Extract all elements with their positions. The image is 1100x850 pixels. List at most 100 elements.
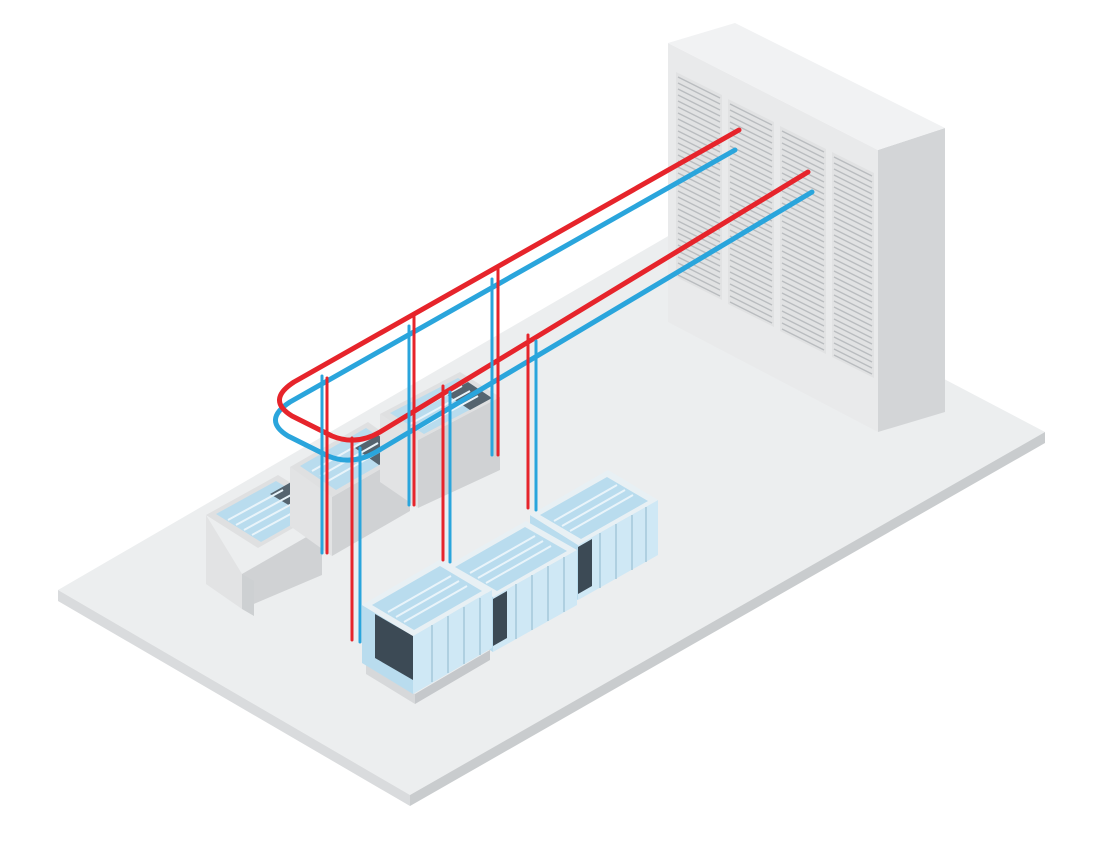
louver-slat: [781, 286, 825, 309]
louver-slat: [781, 190, 825, 213]
louver-slat: [729, 295, 773, 318]
louver-slat: [781, 316, 825, 339]
louver-slat: [729, 271, 773, 294]
louver-slat: [781, 268, 825, 291]
louver-slat: [833, 312, 873, 333]
louver-slat: [729, 187, 773, 210]
louver-slat: [781, 310, 825, 333]
louver-slat: [677, 178, 721, 201]
louver-slat: [781, 208, 825, 231]
floor-front-edge: [58, 590, 410, 806]
louver-slat: [677, 130, 721, 153]
louver-slat: [729, 169, 773, 192]
overhead-pipes: [273, 127, 815, 644]
louver-slat: [677, 256, 721, 279]
hot-pipe-loop: [277, 127, 811, 443]
louver-slat: [781, 274, 825, 297]
louver-slat: [781, 244, 825, 267]
louver-slat: [833, 210, 873, 231]
louver-slat: [833, 252, 873, 273]
louver-slat: [833, 270, 873, 291]
louver-slat: [833, 342, 873, 363]
louver-slat: [833, 198, 873, 219]
louver-slat: [729, 259, 773, 282]
louver-slat: [833, 174, 873, 195]
louver-slat: [677, 268, 721, 291]
louver-slat: [833, 240, 873, 261]
louver-slat: [781, 214, 825, 237]
louver-slat: [729, 109, 773, 132]
louver-slat: [833, 204, 873, 225]
louver-slat: [677, 100, 721, 123]
front-rack-row: [362, 470, 658, 704]
louver-slat: [729, 121, 773, 144]
louver-slat: [833, 258, 873, 279]
louver-slat: [833, 276, 873, 297]
louver-slat: [677, 220, 721, 243]
louver-slat: [833, 264, 873, 285]
louver-slat: [833, 168, 873, 189]
louver-slat: [833, 162, 873, 183]
cold-pipe-loop: [273, 147, 815, 463]
louver-slat: [729, 175, 773, 198]
louver-slat: [677, 196, 721, 219]
louver-slat: [677, 190, 721, 213]
louver-slat: [677, 76, 721, 99]
louver-slat: [729, 229, 773, 252]
louver-slat: [781, 142, 825, 165]
louver-slat: [833, 180, 873, 201]
louver-slat: [781, 250, 825, 273]
louver-slat: [729, 241, 773, 264]
louver-slat: [729, 283, 773, 306]
louver-slat: [729, 223, 773, 246]
louver-slat: [833, 294, 873, 315]
louver-slat: [781, 130, 825, 153]
louver-slat: [833, 318, 873, 339]
front-rack: [362, 559, 492, 704]
louver-slat: [833, 192, 873, 213]
louver-slat: [677, 274, 721, 297]
louver-slat: [729, 289, 773, 312]
louver-slat: [677, 208, 721, 231]
louver-slat: [729, 277, 773, 300]
louver-slat: [677, 106, 721, 129]
louver-slat: [781, 280, 825, 303]
louver-slat: [833, 324, 873, 345]
louver-slat: [833, 228, 873, 249]
louver-slat: [677, 148, 721, 171]
louver-slat: [833, 282, 873, 303]
louver-slat: [729, 247, 773, 270]
louver-slat: [833, 348, 873, 369]
cooling-unit-top: [668, 23, 945, 150]
louver-slat: [781, 196, 825, 219]
louver-slat: [729, 163, 773, 186]
louver-slat: [833, 156, 873, 177]
floor-side-edge: [410, 432, 1045, 806]
louver-slat: [833, 186, 873, 207]
louver-slat: [781, 148, 825, 171]
louver-slat: [833, 216, 873, 237]
louver-slat: [781, 232, 825, 255]
louver-slat: [677, 88, 721, 111]
louver-slat: [677, 94, 721, 117]
cooling-unit-side: [878, 128, 945, 432]
louver-slat: [781, 160, 825, 183]
louver-slat: [729, 205, 773, 228]
louver-slat: [729, 115, 773, 138]
louver-slat: [781, 298, 825, 321]
louver-slat: [833, 306, 873, 327]
louver-slat: [729, 265, 773, 288]
louver-slat: [729, 151, 773, 174]
louver-slat: [781, 322, 825, 345]
louver-slat: [729, 103, 773, 126]
louver-slat: [833, 288, 873, 309]
louver-slat: [677, 238, 721, 261]
louver-slat: [781, 328, 825, 351]
louver-slat: [781, 220, 825, 243]
louver-slat: [781, 262, 825, 285]
louver-slat: [781, 154, 825, 177]
louver-slat: [781, 226, 825, 249]
louver-slat: [729, 139, 773, 162]
louver-slat: [833, 330, 873, 351]
